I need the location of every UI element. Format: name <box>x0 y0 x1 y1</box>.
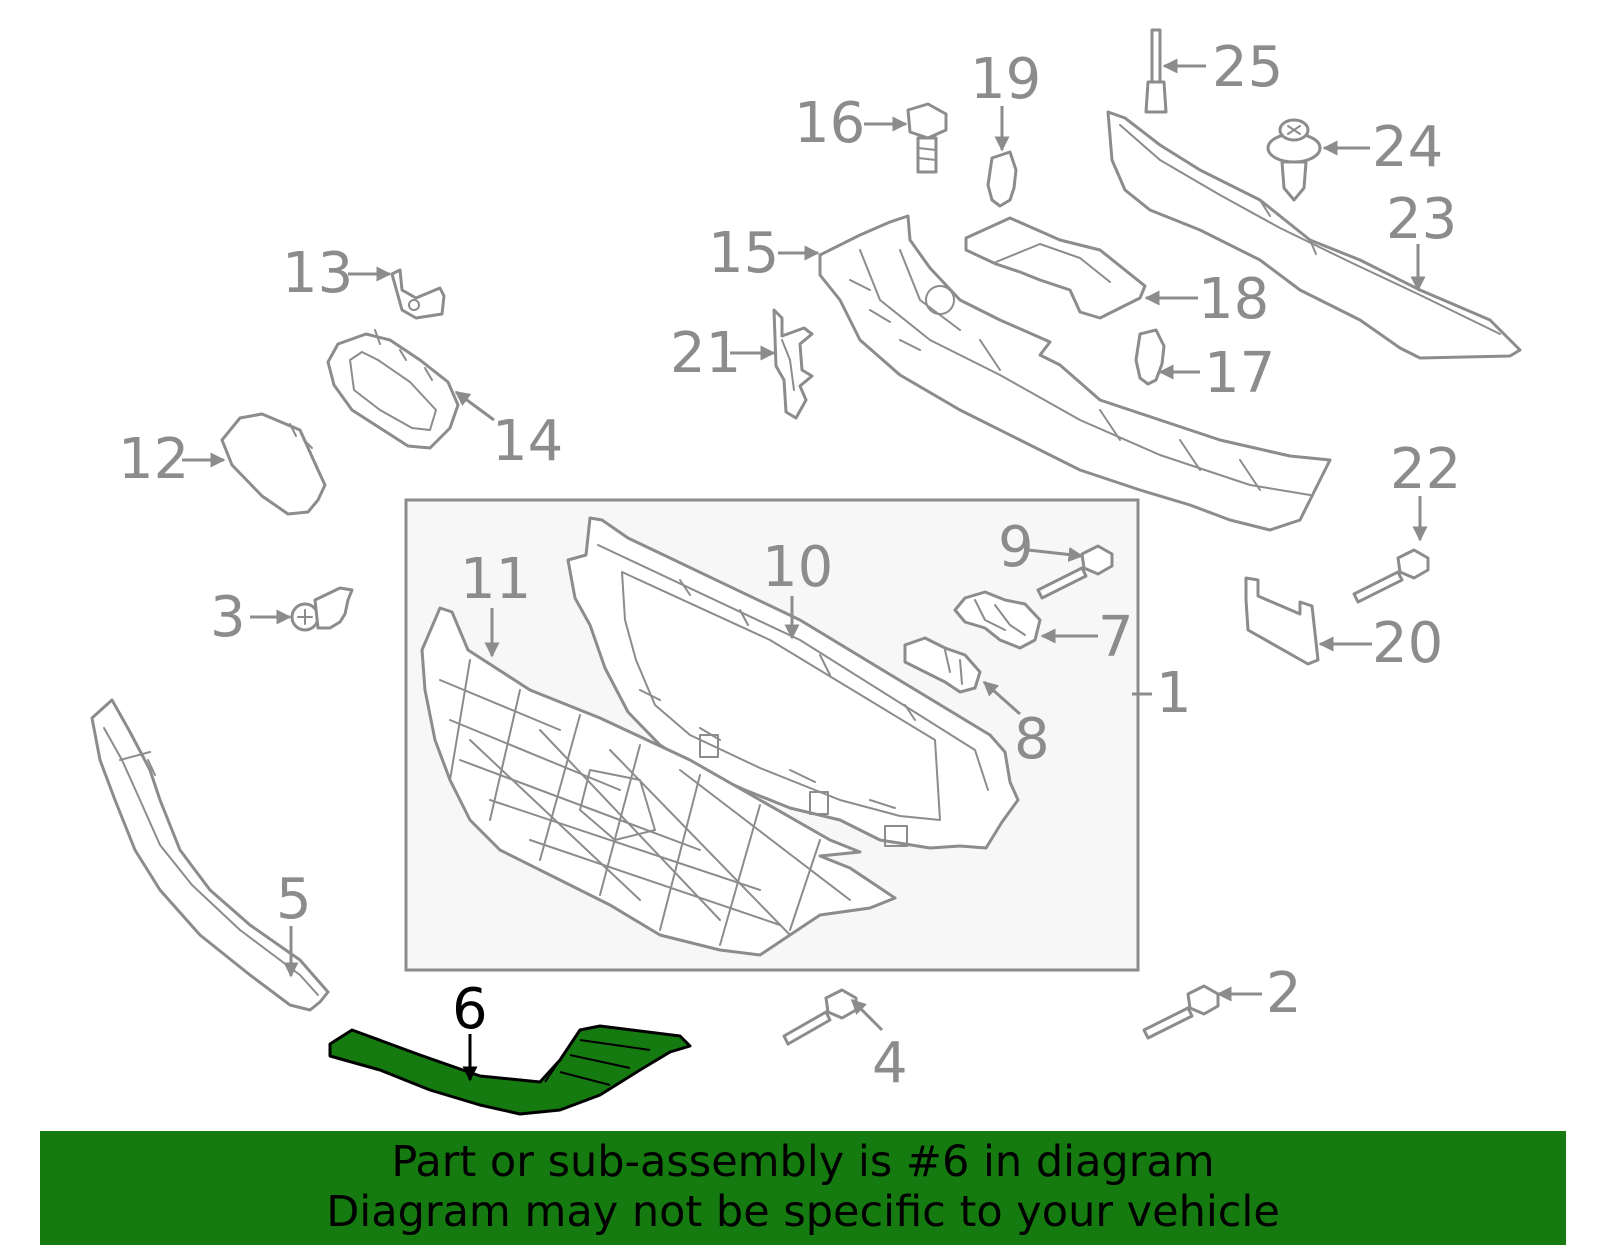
part-22-bolt <box>1352 548 1430 604</box>
part-10-grille-frame <box>566 516 1020 850</box>
callout-6: 6 <box>452 977 488 1042</box>
callout-7: 7 <box>1098 605 1134 670</box>
callout-10: 10 <box>762 535 833 600</box>
callout-14: 14 <box>492 409 563 474</box>
info-banner: Part or sub-assembly is #6 in diagram Di… <box>40 1131 1566 1245</box>
part-14-bracket <box>326 329 460 450</box>
callout-3: 3 <box>210 585 246 650</box>
part-20-bracket <box>1244 576 1320 666</box>
part-18-seal <box>964 216 1147 320</box>
callout-21: 21 <box>670 321 741 386</box>
part-4-bolt <box>782 988 858 1046</box>
part-3-clip <box>290 586 354 632</box>
callout-1: 1 <box>1156 661 1192 726</box>
part-15-support <box>818 214 1332 532</box>
callout-22: 22 <box>1390 437 1461 502</box>
callout-16: 16 <box>794 91 865 156</box>
part-5-side-strip <box>90 698 330 1012</box>
part-7-bracket <box>953 590 1042 650</box>
part-25-pin <box>1144 28 1168 114</box>
banner-line-1: Part or sub-assembly is #6 in diagram <box>391 1137 1215 1187</box>
leader-lines <box>182 58 1428 1082</box>
banner-line-2: Diagram may not be specific to your vehi… <box>326 1187 1280 1237</box>
callout-18: 18 <box>1198 267 1269 332</box>
callout-23: 23 <box>1386 187 1457 252</box>
part-19-clip <box>986 150 1018 208</box>
part-21-bracket <box>772 308 814 420</box>
part-11-grille-mesh <box>420 606 897 957</box>
part-12-cover <box>220 412 327 516</box>
part-2-bolt <box>1142 984 1220 1040</box>
callout-24: 24 <box>1372 115 1443 180</box>
callout-13: 13 <box>282 241 353 306</box>
part-6-lower-molding <box>328 1024 692 1116</box>
callout-5: 5 <box>276 867 312 932</box>
callout-17: 17 <box>1204 341 1275 406</box>
part-8-bracket <box>903 636 982 694</box>
callout-11: 11 <box>460 547 531 612</box>
callout-12: 12 <box>118 427 189 492</box>
callout-4: 4 <box>872 1031 908 1096</box>
callout-19: 19 <box>970 47 1041 112</box>
part-23-upper-panel <box>1106 110 1522 360</box>
callout-9: 9 <box>998 515 1034 580</box>
callout-25: 25 <box>1212 35 1283 100</box>
callout-2: 2 <box>1266 961 1302 1026</box>
part-17-clip <box>1134 328 1166 386</box>
part-16-bolt <box>906 102 948 174</box>
callout-8: 8 <box>1014 707 1050 772</box>
callout-numbers: 1 2 3 4 5 6 7 8 9 10 11 12 13 14 15 16 1… <box>118 35 1461 1096</box>
callout-20: 20 <box>1372 611 1443 676</box>
callout-15: 15 <box>708 221 779 286</box>
part-24-clip <box>1266 118 1322 202</box>
part-9-bolt <box>1036 544 1114 600</box>
part-13-bracket <box>390 268 446 320</box>
